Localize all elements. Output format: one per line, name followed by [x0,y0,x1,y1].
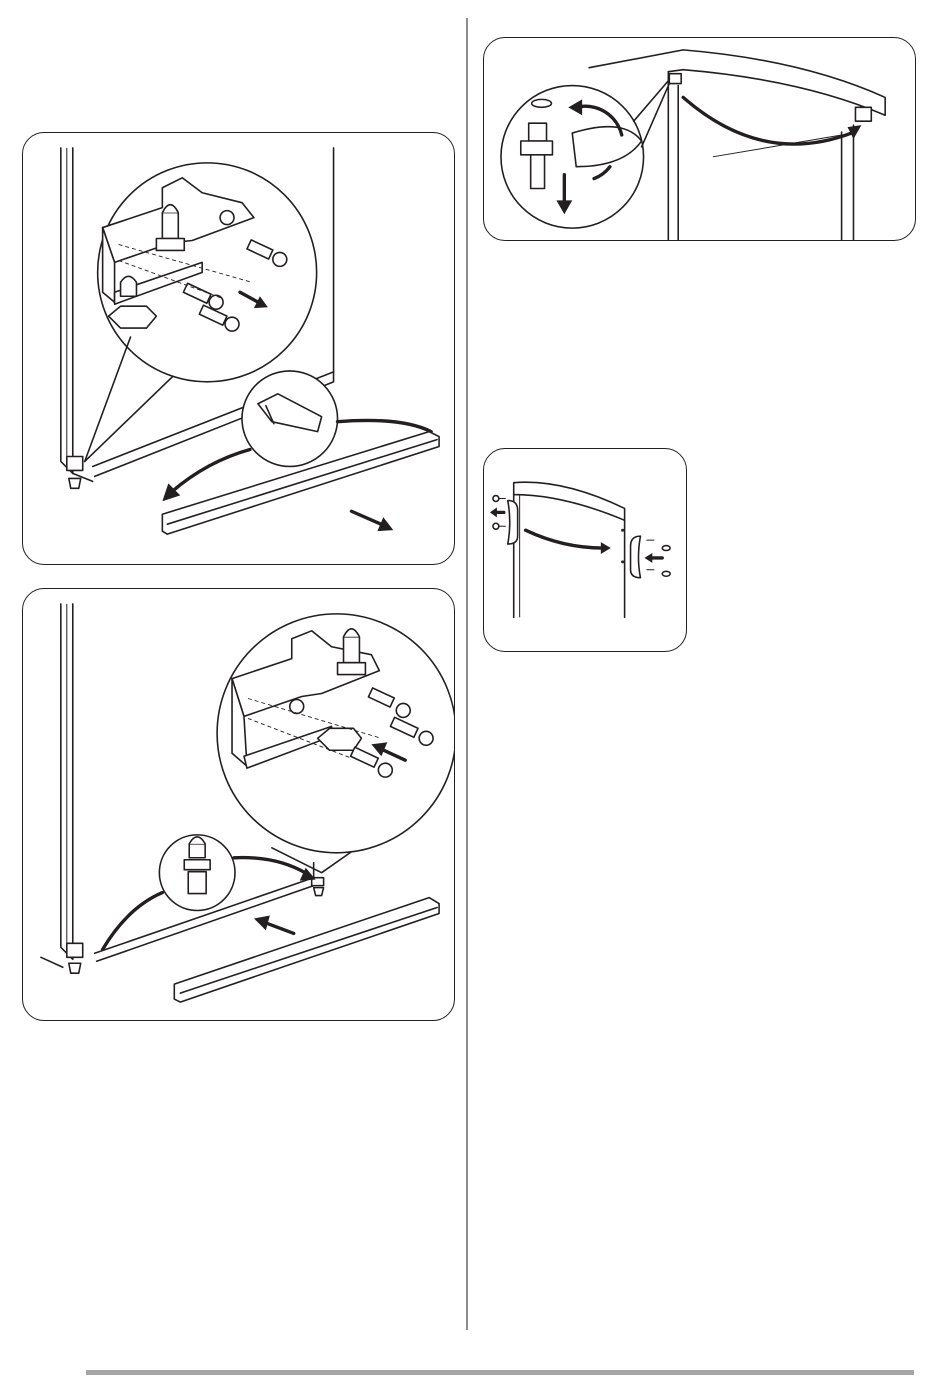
illustration-swap-handle [484,449,686,651]
illustration-refit-bottom-hinge [23,589,454,1020]
figure-refit-bottom-hinge [22,588,455,1021]
column-divider [466,18,468,1330]
footer-bar [86,1370,914,1375]
illustration-unscrew-top-pin [484,38,915,240]
figure-remove-bottom-hinge [22,132,455,565]
illustration-remove-bottom-hinge [23,133,454,564]
figure-swap-handle [483,448,687,652]
figure-unscrew-top-pin [483,37,916,241]
